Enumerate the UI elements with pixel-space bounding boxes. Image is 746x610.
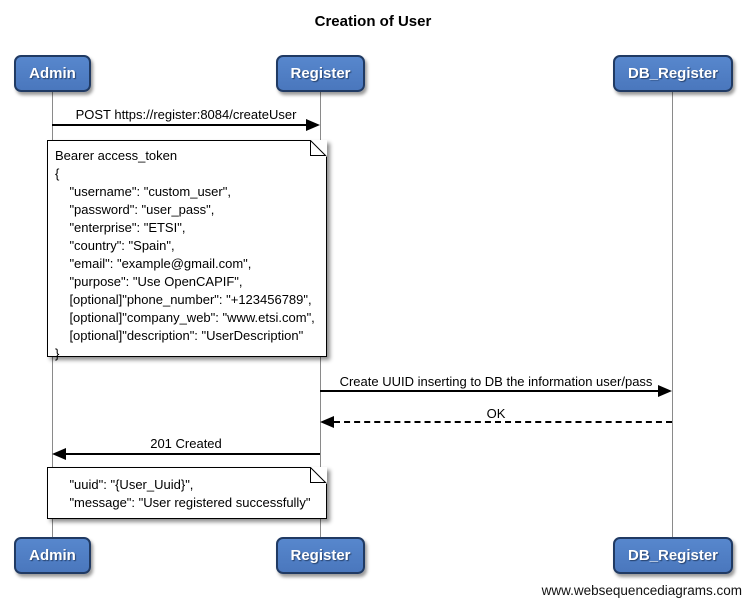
actor-register-top: Register: [276, 55, 365, 92]
message-line: [52, 124, 308, 126]
message-label-201-created: 201 Created: [150, 436, 222, 451]
actor-db-register-bottom: DB_Register: [613, 537, 733, 574]
note-line: "enterprise": "ETSI",: [55, 220, 186, 235]
message-line: [320, 390, 658, 392]
note-line: "uuid": "{User_Uuid}",: [55, 477, 194, 492]
page-title: Creation of User: [314, 13, 432, 30]
arrowhead-right-icon: [658, 385, 672, 397]
message-label-ok: OK: [486, 406, 506, 421]
lifeline-db-register: [672, 92, 673, 537]
message-label-create-uuid: Create UUID inserting to DB the informat…: [339, 374, 653, 389]
actor-label: Register: [290, 65, 351, 82]
note-fold-corner-icon: [310, 140, 327, 157]
note-line: [optional]"company_web": "www.etsi.com",: [55, 310, 315, 325]
note-line: "username": "custom_user",: [55, 184, 231, 199]
note-line: {: [55, 166, 60, 181]
note-line: "email": "example@gmail.com",: [55, 256, 252, 271]
note-line: [optional]"phone_number": "+123456789",: [55, 292, 312, 307]
note-line: "password": "user_pass",: [55, 202, 215, 217]
actor-label: DB_Register: [627, 547, 719, 564]
note-line: }: [55, 346, 60, 361]
note-line: "message": "User registered successfully…: [55, 495, 311, 510]
actor-label: Register: [290, 547, 351, 564]
note-line: "purpose": "Use OpenCAPIF",: [55, 274, 243, 289]
note-request-body: Bearer access_token { "username": "custo…: [47, 140, 327, 361]
note-fold-corner-icon: [310, 467, 327, 484]
actor-admin-top: Admin: [14, 55, 91, 92]
watermark: www.websequencediagrams.com: [541, 583, 742, 598]
note-line: "country": "Spain",: [55, 238, 175, 253]
message-label-post-create-user: POST https://register:8084/createUser: [75, 107, 297, 122]
actor-label: Admin: [29, 65, 76, 82]
actor-admin-bottom: Admin: [14, 537, 91, 574]
actor-label: Admin: [29, 547, 76, 564]
arrowhead-right-icon: [306, 119, 320, 131]
arrowhead-left-icon: [52, 448, 66, 460]
actor-register-bottom: Register: [276, 537, 365, 574]
note-line: Bearer access_token: [55, 148, 178, 163]
arrowhead-left-icon: [320, 416, 334, 428]
note-response-body: "uuid": "{User_Uuid}", "message": "User …: [47, 467, 327, 519]
note-line: [optional]"description": "UserDescriptio…: [55, 328, 304, 343]
actor-label: DB_Register: [627, 65, 719, 82]
actor-db-register-top: DB_Register: [613, 55, 733, 92]
message-line: [66, 453, 320, 455]
message-line-dashed: [334, 421, 672, 423]
